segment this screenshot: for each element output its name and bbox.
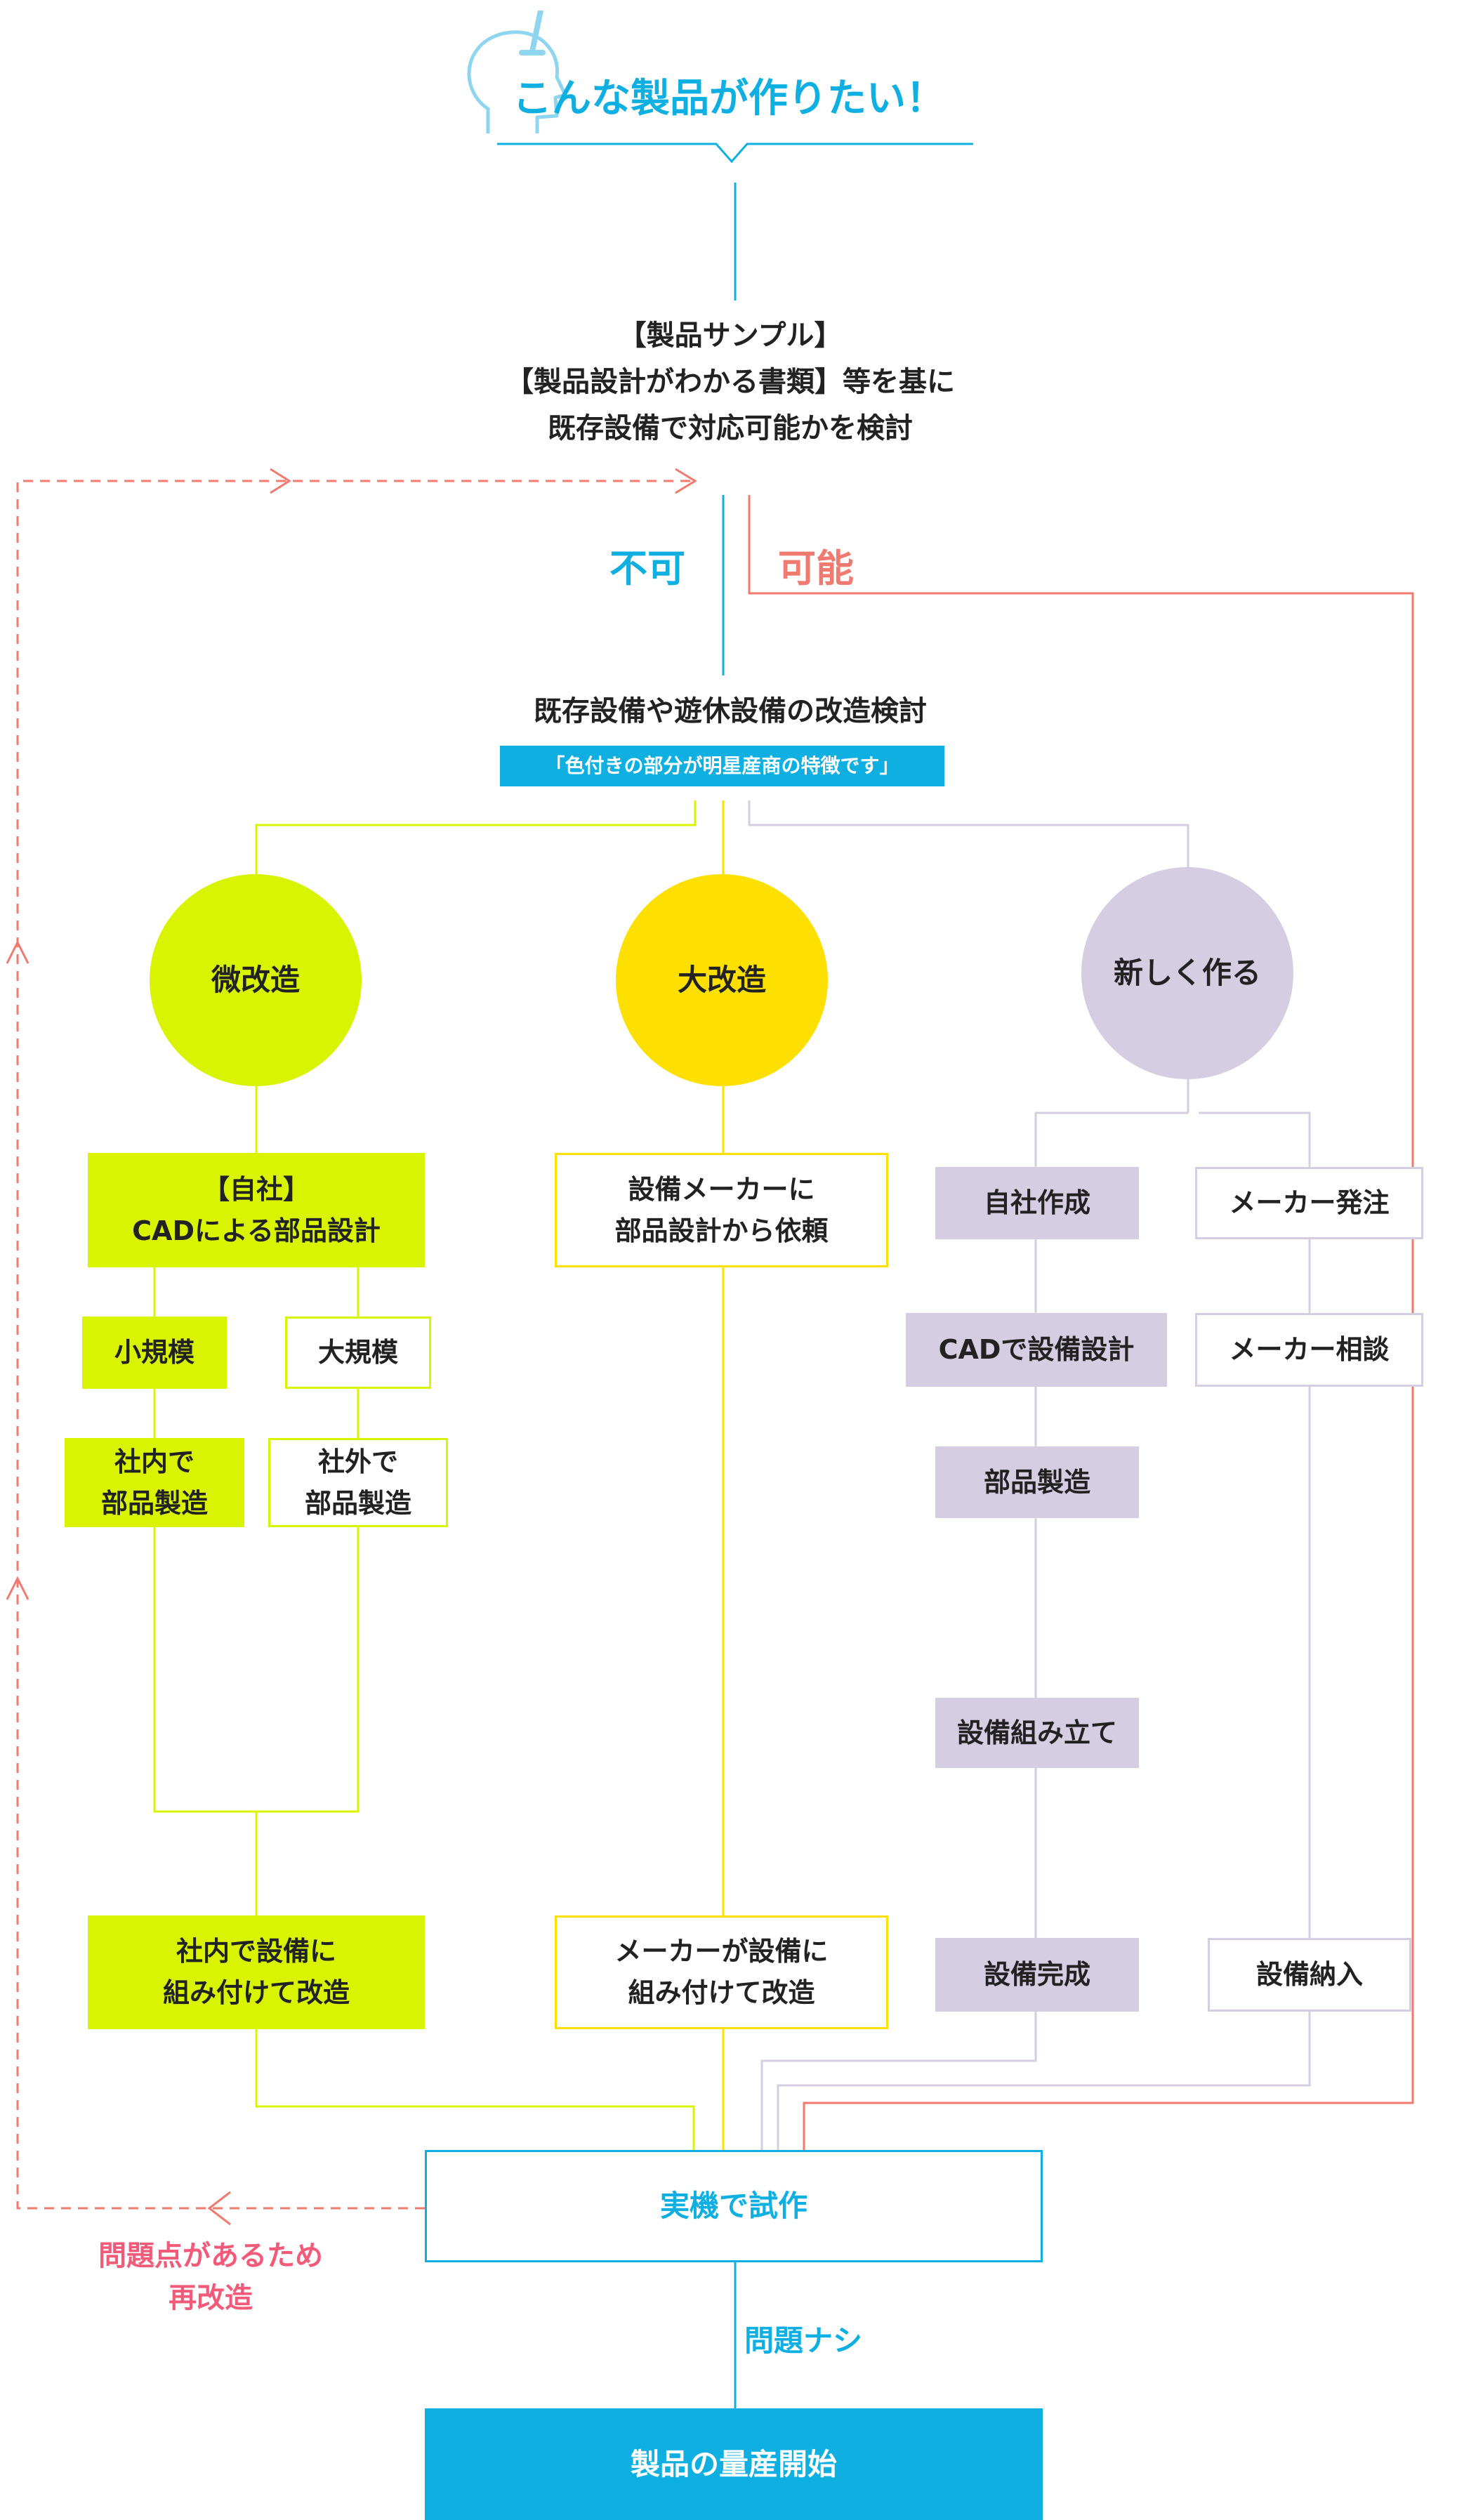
- maker-install-remodel: メーカーが設備に 組み付けて改造: [555, 1915, 888, 2029]
- remodel-title: 既存設備や遊休設備の改造検討: [534, 695, 927, 727]
- cad-equipment-design: CADで設備設計: [906, 1313, 1167, 1387]
- maker-order-node: メーカー発注: [1195, 1167, 1423, 1239]
- in-house-cad-design: 【自社】 CADによる部品設計: [88, 1153, 425, 1267]
- minor-circle-label: 微改造: [211, 963, 300, 998]
- page-title: こんな製品が作りたい！: [513, 76, 945, 121]
- arrow-retry-left: [207, 2191, 231, 2226]
- arrow-retry-up-2: [6, 939, 29, 964]
- major-remodel-circle: 大改造: [616, 874, 828, 1086]
- start-line-2: 【製品設計がわかる書類】等を基に: [506, 366, 955, 398]
- connector-new-top: [748, 800, 1189, 874]
- issue-note: 問題点があるため 再改造: [98, 2240, 323, 2314]
- new-build-circle: 新しく作る: [1081, 867, 1293, 1079]
- small-scale-node: 小規模: [82, 1317, 227, 1389]
- branch-yes-label: 可能: [778, 546, 854, 591]
- equipment-delivery: 設備納入: [1208, 1938, 1411, 2012]
- lightbulb-head-icon: [460, 8, 579, 137]
- minor-remodel-circle: 微改造: [150, 874, 362, 1086]
- connector-retry-loop: [16, 480, 695, 2210]
- mass-production-box: 製品の量産開始: [425, 2408, 1043, 2520]
- in-house-install-remodel: 社内で設備に 組み付けて改造: [88, 1915, 425, 2029]
- start-line-3: 既存設備で対応可能かを検討: [548, 412, 913, 444]
- outsourced-parts-mfg: 社外で 部品製造: [268, 1438, 448, 1527]
- connector-minor-trial: [255, 2029, 695, 2150]
- start-line-1: 【製品サンプル】: [618, 319, 843, 352]
- major-circle-label: 大改造: [677, 963, 766, 998]
- parts-manufacturing: 部品製造: [935, 1446, 1139, 1518]
- start-description: 【製品サンプル】 【製品設計がわかる書類】等を基に 既存設備で対応可能かを検討: [449, 312, 1011, 451]
- arrow-retry-up-1: [6, 1576, 29, 1600]
- new-circle-label: 新しく作る: [1113, 956, 1261, 991]
- no-issue-label: 問題ナシ: [744, 2323, 863, 2358]
- in-house-parts-mfg: 社内で 部品製造: [65, 1438, 244, 1527]
- large-scale-node: 大規模: [285, 1317, 431, 1389]
- branch-no-label: 不可: [609, 546, 685, 591]
- connector-minor-top: [255, 800, 697, 874]
- arrow-retry-right-1: [270, 468, 291, 494]
- request-maker-design: 設備メーカーに 部品設計から依頼: [555, 1153, 888, 1267]
- feature-badge: 「色付きの部分が明星産商の特徴です」: [500, 746, 944, 786]
- header-underline: [497, 143, 973, 164]
- maker-consult-node: メーカー相談: [1195, 1313, 1423, 1387]
- trial-production-box: 実機で試作: [425, 2150, 1043, 2262]
- equipment-complete: 設備完成: [935, 1938, 1139, 2012]
- self-make-node: 自社作成: [935, 1167, 1139, 1239]
- equipment-assembly: 設備組み立て: [935, 1698, 1139, 1768]
- arrow-retry-right-2: [675, 468, 697, 494]
